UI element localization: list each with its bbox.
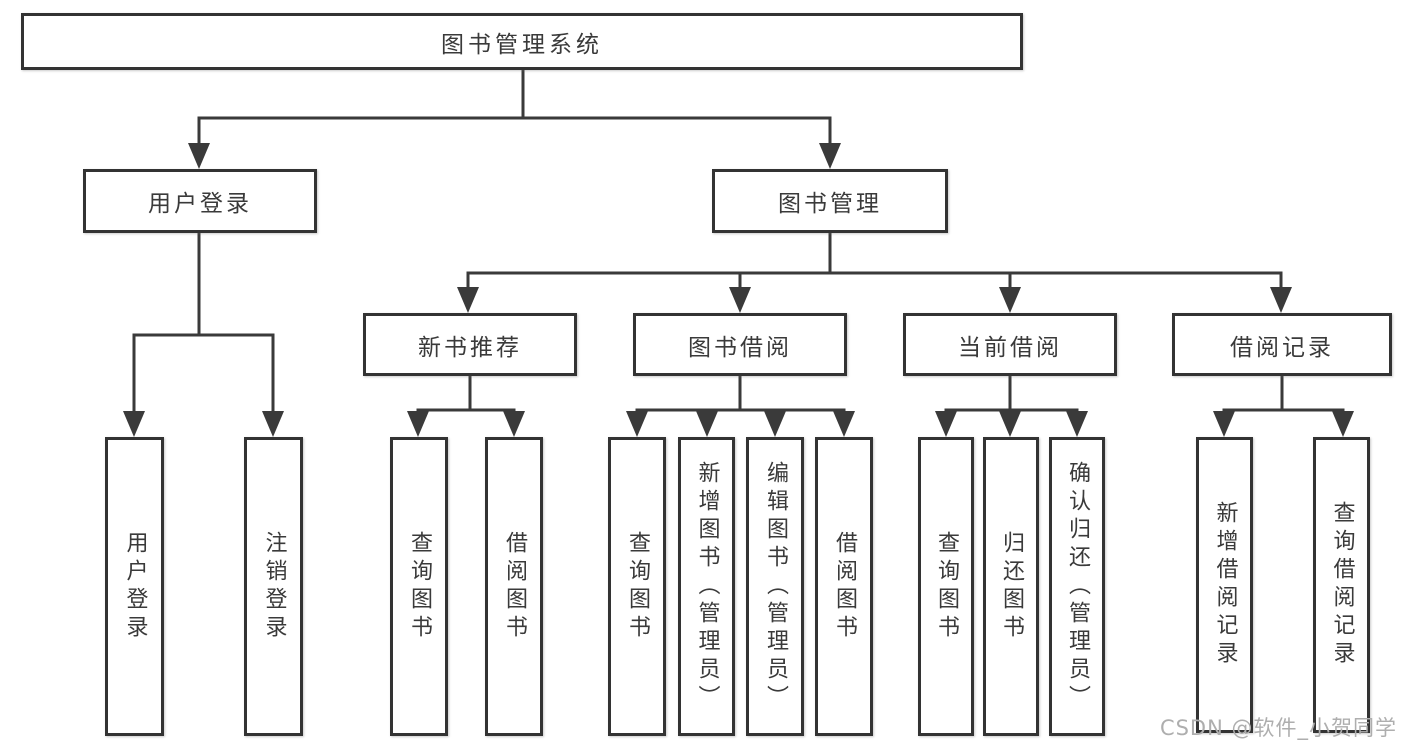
- node-new-book-recommend: 新书推荐: [363, 313, 577, 376]
- node-leaf-borrow-books-label: 借阅图书: [832, 530, 857, 643]
- node-leaf-edit-books-admin-label: 编辑图书（管理员）: [763, 460, 788, 713]
- node-current-borrow-label: 当前借阅: [958, 334, 1062, 361]
- node-current-borrow: 当前借阅: [903, 313, 1117, 376]
- connector-borrow-records-children: [1213, 375, 1354, 437]
- node-borrow-records-label: 借阅记录: [1230, 334, 1334, 361]
- node-leaf-recommend-query-books-label: 查询图书: [407, 530, 432, 643]
- node-borrow-records: 借阅记录: [1172, 313, 1392, 376]
- node-leaf-recommend-borrow-books-label: 借阅图书: [502, 530, 527, 643]
- node-leaf-confirm-return-admin-label: 确认归还（管理员）: [1065, 460, 1090, 713]
- node-leaf-query-borrow-record-label: 查询借阅记录: [1329, 501, 1355, 669]
- node-leaf-borrow-query-books-label: 查询图书: [625, 530, 650, 643]
- node-leaf-logout: 注销登录: [244, 437, 303, 736]
- connector-root-to-level2: [188, 69, 841, 169]
- node-leaf-return-books: 归还图书: [983, 437, 1039, 736]
- connector-current-borrow-children: [935, 375, 1088, 437]
- watermark: CSDN @软件_小贺同学: [1159, 716, 1397, 740]
- node-leaf-user-login: 用户登录: [105, 437, 164, 736]
- connector-user-login-children: [123, 232, 284, 437]
- node-book-borrow-label: 图书借阅: [688, 334, 792, 361]
- node-leaf-add-books-admin-label: 新增图书（管理员）: [694, 460, 720, 713]
- node-leaf-edit-books-admin: 编辑图书（管理员）: [746, 437, 804, 736]
- node-leaf-borrow-query-books: 查询图书: [608, 437, 666, 736]
- connector-book-management-children: [457, 233, 1292, 313]
- node-leaf-user-login-label: 用户登录: [122, 530, 148, 643]
- connector-book-borrow-children: [626, 375, 855, 437]
- node-leaf-confirm-return-admin: 确认归还（管理员）: [1049, 437, 1105, 736]
- node-leaf-current-query-books-label: 查询图书: [934, 530, 959, 643]
- node-leaf-return-books-label: 归还图书: [999, 530, 1024, 643]
- node-user-login: 用户登录: [83, 169, 317, 233]
- node-book-management-label: 图书管理: [778, 191, 882, 217]
- node-book-borrow: 图书借阅: [633, 313, 847, 376]
- node-leaf-query-borrow-record: 查询借阅记录: [1313, 437, 1370, 733]
- node-book-management: 图书管理: [712, 169, 948, 233]
- node-leaf-recommend-query-books: 查询图书: [390, 437, 448, 736]
- node-root-label: 图书管理系统: [441, 31, 603, 58]
- node-new-book-recommend-label: 新书推荐: [418, 334, 522, 361]
- node-user-login-label: 用户登录: [148, 191, 252, 217]
- node-leaf-add-borrow-record: 新增借阅记录: [1196, 437, 1253, 733]
- node-root: 图书管理系统: [21, 13, 1023, 70]
- connector-new-book-recommend-children: [407, 375, 525, 437]
- node-leaf-recommend-borrow-books: 借阅图书: [485, 437, 543, 736]
- node-leaf-current-query-books: 查询图书: [918, 437, 974, 736]
- node-leaf-add-borrow-record-label: 新增借阅记录: [1212, 501, 1238, 669]
- node-leaf-logout-label: 注销登录: [261, 530, 287, 643]
- node-leaf-add-books-admin: 新增图书（管理员）: [678, 437, 735, 736]
- node-leaf-borrow-books: 借阅图书: [815, 437, 873, 736]
